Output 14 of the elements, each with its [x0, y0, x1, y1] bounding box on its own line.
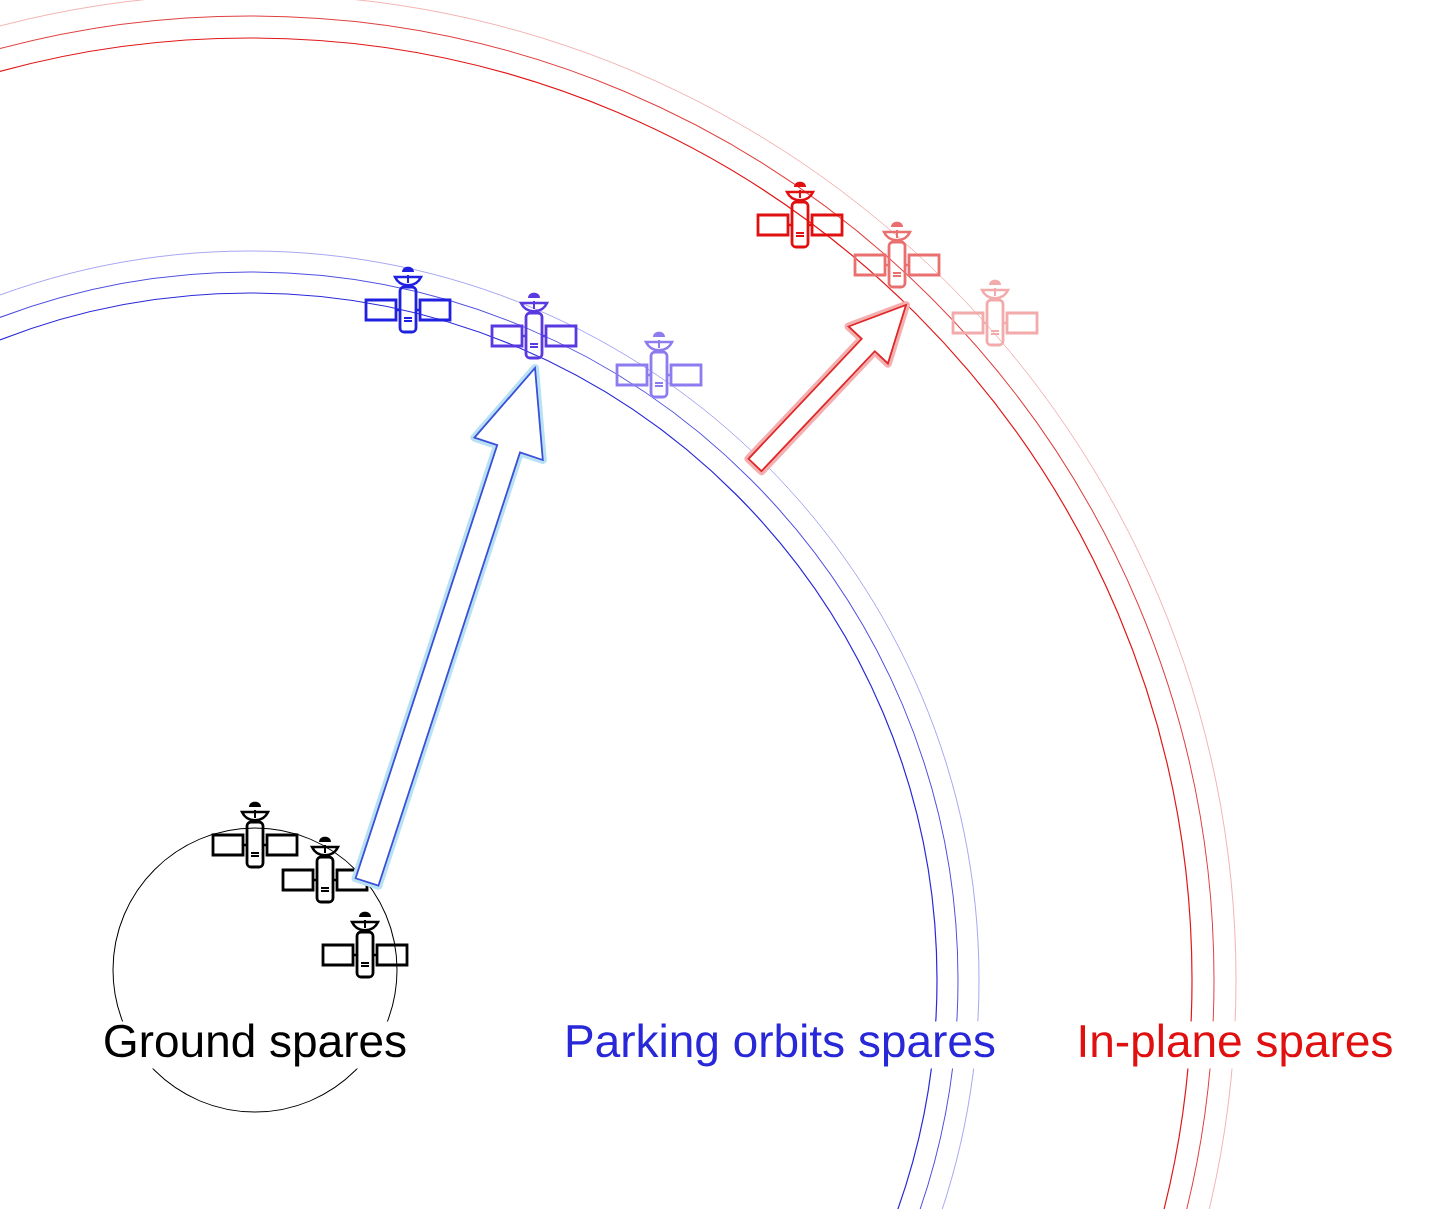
- satellite-icon: [615, 331, 703, 399]
- satellite-icon: [853, 221, 941, 289]
- satellite-icon: [281, 836, 369, 904]
- satellite-icon: [951, 279, 1039, 347]
- caption-text: Parking orbits spares: [561, 1021, 999, 1069]
- satellite-icon: [490, 292, 578, 360]
- satellite-icon: [211, 801, 299, 869]
- satellite-icon: [756, 181, 844, 249]
- caption-text: Ground spares: [100, 1021, 410, 1069]
- satellite-icon: [364, 266, 452, 334]
- satellite-icon: [321, 911, 409, 979]
- arrow: [351, 364, 547, 890]
- caption-text: In-plane spares: [1074, 1021, 1396, 1069]
- arrow: [744, 301, 910, 476]
